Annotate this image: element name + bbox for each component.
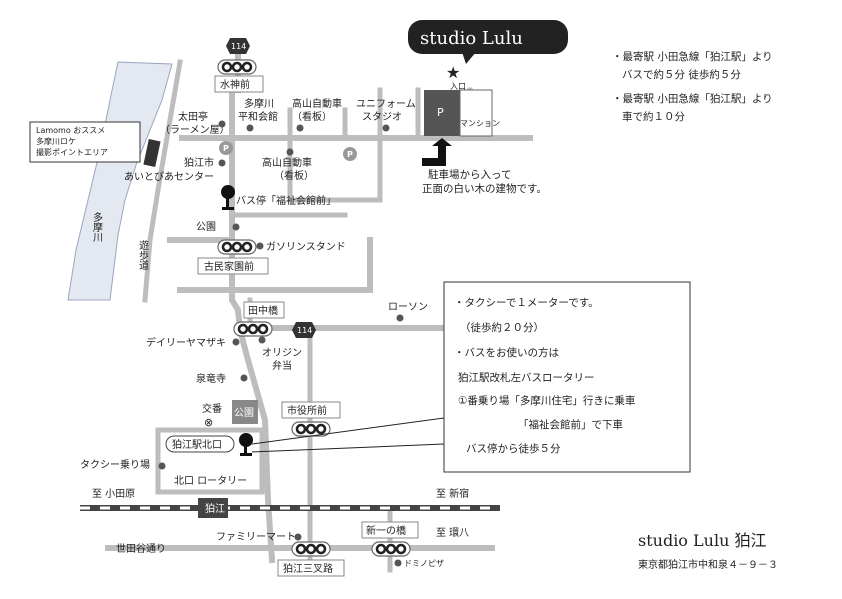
landmark-komae-city: 狛江市: [184, 156, 214, 169]
access-callout-box: [443, 281, 691, 473]
parking-mark-1: P: [219, 141, 233, 155]
landmark-origin-1: オリジン: [262, 347, 302, 359]
studio-balloon: studio Lulu: [408, 20, 568, 64]
studio-footer-name: studio Lulu 狛江: [638, 531, 766, 550]
railway-right-label: 至 新宿: [436, 487, 469, 500]
signal-shinichi: [371, 541, 411, 557]
bus-stop-marker: [221, 185, 235, 210]
signal-label-komindaen: 古民家園前: [204, 260, 254, 273]
signal-label-shinichi: 新一の橋: [366, 524, 406, 537]
callout-line-7: バス停から徒歩５分: [466, 442, 561, 455]
callout-line: [251, 417, 445, 445]
koban-icon: ⊗: [204, 416, 213, 429]
callout-line-6: 「福祉会館前」で下車: [518, 418, 623, 431]
signal-shiyakusho: [291, 421, 331, 437]
landmark-aitopia: あいとぴあセンター: [124, 171, 214, 183]
svg-text:studio Lulu: studio Lulu: [420, 28, 523, 49]
photo-spot-marker: [143, 139, 161, 167]
access-info-3: ・最寄駅 小田急線「狛江駅」より: [612, 92, 773, 105]
parking-note-1: 駐車場から入って: [428, 168, 511, 181]
studio-address: 東京都狛江市中和泉４－９－３: [638, 558, 778, 571]
landmark-gas: ガソリンスタンド: [266, 241, 346, 253]
park2-box: [232, 400, 258, 424]
landmark-kitaguchi: 狛江駅北口: [172, 439, 222, 451]
landmark-takayama-sign-1: 高山自動車: [292, 97, 342, 110]
signal-tanakabashi: [233, 321, 273, 337]
landmark-dominos: ドミノピザ: [404, 559, 444, 568]
studio-parking-label: P: [437, 106, 444, 119]
callout-line-5: ①番乗り場「多摩川住宅」行きに乗車: [458, 394, 635, 407]
landmark-origin-2: 弁当: [272, 359, 292, 372]
signal-label-shiyakusho: 市役所前: [287, 404, 327, 417]
mansion-label: マンション: [460, 119, 500, 128]
kitaguchi-badge: [165, 435, 235, 453]
route-114-marker: 114: [226, 38, 250, 54]
access-info-1: ・最寄駅 小田急線「狛江駅」より: [612, 50, 773, 63]
star-icon: ★: [446, 63, 460, 82]
access-info-4: 車で約１０分: [622, 110, 685, 123]
photo-spot-line-3: 撮影ポイントエリア: [36, 147, 108, 157]
signal-komindaen: [217, 239, 257, 255]
parking-mark-2: P: [343, 147, 357, 161]
signal-label-tanakabashi: 田中橋: [248, 304, 278, 317]
river-label: 多摩川: [91, 211, 103, 242]
landmark-senryuji: 泉竜寺: [196, 372, 226, 385]
landmark-rotary: 北口 ロータリー: [174, 475, 247, 487]
photo-spot-line-1: Lamomo おススメ: [36, 126, 105, 135]
signal-label-sangenji: 狛江三叉路: [283, 562, 333, 575]
svg-text:P: P: [223, 144, 229, 153]
road-kanpachi: 至 環八: [436, 527, 469, 539]
landmark-uniform-1: ユニフォーム: [356, 98, 416, 110]
railway-line: 狛江 至 小田原 至 新宿: [80, 487, 500, 518]
landmark-park: 公園: [196, 221, 216, 233]
svg-text:114: 114: [297, 326, 312, 335]
landmark-uniform-2: スタジオ: [362, 111, 402, 123]
signal-label-suijinmae: 水神前: [220, 78, 250, 91]
photo-spot-line-2: 多摩川ロケ: [36, 136, 76, 146]
parking-note-2: 正面の白い木の建物です。: [422, 182, 547, 195]
landmark-tamagawa-hall-1: 多摩川: [244, 97, 274, 110]
kitaguchi-bus-stop: [239, 433, 253, 456]
photo-spot-box: [29, 121, 141, 163]
landmark-tadatei-1: 太田亭: [178, 110, 208, 123]
road-setagaya: 世田谷通り: [116, 543, 166, 555]
landmark-lawson: ローソン: [388, 302, 428, 313]
landmark-takayama-sign2-2: （看板）: [274, 169, 314, 182]
landmark-daily: デイリーヤマザキ: [146, 336, 226, 349]
callout-line-2: （徒歩約２０分）: [460, 321, 544, 334]
signal-suijinmae: [217, 59, 257, 75]
landmark-taxi: タクシー乗り場: [80, 458, 150, 471]
signal-sangenji: [291, 541, 331, 557]
station-name: 狛江: [205, 503, 225, 515]
svg-text:P: P: [347, 150, 353, 159]
landmark-tamagawa-hall-2: 平和会館: [238, 110, 278, 123]
svg-text:114: 114: [231, 42, 246, 51]
route-114-marker-2: 114: [292, 322, 316, 338]
mansion-building: [459, 89, 493, 137]
landmark-koban: 交番: [202, 402, 222, 415]
landmark-takayama-sign-2: （看板）: [292, 110, 332, 123]
landmark-park2: 公園: [234, 407, 254, 419]
walkway-label: 遊歩道: [137, 239, 149, 270]
entrance-label: 入口: [450, 82, 466, 91]
landmark-takayama-sign2-1: 高山自動車: [262, 156, 312, 169]
landmark-tadatei-2: （ラーメン屋）: [160, 124, 230, 136]
railway-left-label: 至 小田原: [92, 488, 135, 500]
callout-line-4: 狛江駅改札左バスロータリー: [458, 371, 595, 384]
station-box: [198, 498, 228, 518]
access-info-2: バスで約５分 徒歩約５分: [622, 68, 741, 81]
landmark-family-mart: ファミリーマート: [216, 532, 296, 543]
callout-line-3: ・バスをお使いの方は: [454, 346, 559, 359]
studio-parking: [424, 90, 460, 136]
callout-line-1: ・タクシーで１メーターです。: [454, 297, 599, 309]
parking-arrow-icon: [422, 138, 452, 166]
landmark-bus-stop: バス停「福祉会館前」: [236, 194, 336, 207]
